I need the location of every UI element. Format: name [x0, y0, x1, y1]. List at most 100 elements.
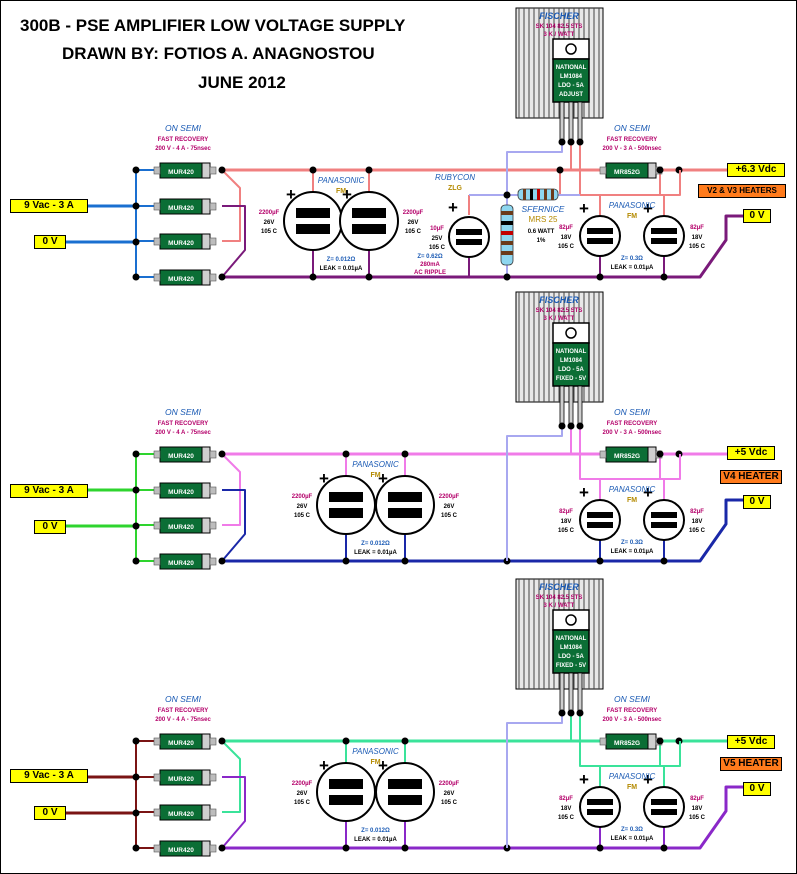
stage1-diode-4-lead-k — [209, 273, 217, 282]
stage1-bigcap1-value: 2200µF — [259, 210, 280, 216]
junction-dot — [596, 273, 604, 281]
stage1-bigcap1-voltage: 26V — [264, 220, 275, 226]
stage2-smallcap-2-plate-top — [651, 512, 677, 518]
stage1-diode-4-band — [201, 269, 211, 286]
stage3-smallcap-series: FM — [627, 784, 637, 791]
junction-dot — [218, 450, 226, 458]
junction-dot — [401, 844, 409, 852]
stage2-zero-v-output-tag: 0 V — [743, 495, 771, 509]
stage2-bigcap-2 — [375, 475, 435, 535]
stage3-smallcap-1 — [579, 786, 621, 828]
junction-dot — [503, 191, 511, 199]
stage2-regulator-brand: NATIONAL — [556, 636, 587, 642]
stage0-regulator-hole — [565, 43, 577, 55]
stage2-smallcap-brand: PANASONIC — [609, 485, 656, 494]
stage3-smallcap-plus: + — [643, 770, 653, 789]
junction-dot — [132, 273, 140, 281]
stage2-diode-2-lead-k — [209, 486, 217, 495]
stage1-smallcap-2-plate-bottom — [651, 238, 677, 244]
stage3-bigcap-1-plate-top — [329, 779, 363, 789]
stage3-output-tag: +5 Vdc — [727, 735, 775, 749]
stage2-output-tag: +5 Vdc — [727, 446, 775, 460]
stage2-regulator-leg — [577, 672, 583, 714]
stage1-smallcap-2 — [643, 215, 685, 257]
stage1-diode-brand: ON SEMI — [165, 123, 202, 133]
stage1-bigcap1-temp: 105 C — [261, 229, 278, 235]
stage1-smallcap-leak: LEAK = 0.01µA — [611, 265, 654, 271]
stage2-smallcap-2-plate-bottom — [651, 522, 677, 528]
stage3-reg-ground-wire — [506, 713, 563, 848]
stage1-output-tag: +6.3 Vdc — [727, 163, 785, 177]
stage1-schottky-family: FAST RECOVERY — [607, 137, 657, 143]
stage3-schottky-band — [647, 733, 657, 750]
junction-dot — [132, 238, 140, 246]
stage2-regulator-type: FIXED - 5V — [556, 663, 586, 669]
stage1-diode-1-lead-k — [209, 166, 217, 175]
junction-dot — [596, 844, 604, 852]
stage3-diode-4-part-label: MUR420 — [168, 847, 194, 854]
stage0-heatsink-part: SK 104 82.5 STS — [536, 24, 583, 30]
junction-dot — [365, 166, 373, 174]
stage1-bridge-neg-link — [221, 205, 246, 278]
stage1-resistor-band — [544, 189, 547, 200]
junction-dot — [342, 450, 350, 458]
stage3-smallcap-2 — [643, 786, 685, 828]
stage3-schottky-brand: ON SEMI — [614, 694, 651, 704]
junction-dot — [132, 844, 140, 852]
stage3-diode-2-lead-k — [209, 773, 217, 782]
stage3-smallcap1-value: 82µF — [559, 796, 573, 802]
stage1-ac-input-tag: 9 Vac - 3 A — [10, 199, 88, 213]
stage3-diode-3-lead-a — [153, 808, 161, 817]
stage3-heater-tag: V5 HEATER — [720, 757, 782, 771]
stage3-schottky-part-label: MR852G — [614, 740, 640, 747]
stage2-reg-ground-wire — [506, 426, 563, 561]
stage2-regulator-hole — [565, 614, 577, 626]
junction-dot — [401, 737, 409, 745]
stage1-smallcap-1-plate-bottom — [587, 238, 613, 244]
stage1-smallcap-rail — [580, 170, 681, 196]
stage2-diode-3-part-label: MUR420 — [168, 524, 194, 531]
stage1-diode-3-lead-k — [209, 237, 217, 246]
stage1-rubycon-cap-plate-bottom — [456, 239, 482, 245]
stage3-diode-1-lead-a — [153, 737, 161, 746]
stage2-diode-4-part-label: MUR420 — [168, 560, 194, 567]
stage1-smallcap-1 — [579, 215, 621, 257]
stage2-diode-1-lead-k — [209, 450, 217, 459]
stage1-bigcap-plus: + — [286, 185, 296, 204]
stage1-resistor-vertical-band — [501, 211, 513, 215]
stage1-bigcap-plus: + — [342, 185, 352, 204]
stage3-bigcap-leak: LEAK = 0.01µA — [354, 837, 397, 843]
stage1-zero-v-input-tag: 0 V — [34, 235, 66, 249]
stage2-smallcap1-voltage: 18V — [561, 519, 572, 525]
stage1-resistor-band — [523, 189, 526, 200]
stage0-regulator-leg — [568, 101, 574, 143]
stage1-smallcap1-value: 82µF — [559, 225, 573, 231]
stage2-diode-1-band — [201, 446, 211, 463]
stage1-rubycon-brand: RUBYCON — [435, 173, 475, 182]
diagram-title: 300B - PSE AMPLIFIER LOW VOLTAGE SUPPLY — [20, 16, 406, 35]
stage3-smallcap-esr: Z= 0.3Ω — [621, 827, 643, 833]
stage2-smallcap2-temp: 105 C — [689, 528, 706, 534]
stage3-diode-spec: 200 V - 4 A - 75nsec — [155, 717, 211, 723]
junction-dot — [567, 422, 575, 430]
junction-dot — [567, 138, 575, 146]
stage2-bigcap-2-plate-bottom — [388, 508, 422, 518]
stage3-smallcap2-voltage: 18V — [692, 806, 703, 812]
stage1-rubycon-plus: + — [448, 198, 458, 217]
stage2-smallcap-esr: Z= 0.3Ω — [621, 540, 643, 546]
stage1-bigcap2-voltage: 26V — [408, 220, 419, 226]
junction-dot — [576, 422, 584, 430]
stage2-diode-2-band — [201, 482, 211, 499]
stage1-bigcap-1-plate-top — [296, 208, 330, 218]
stage2-smallcap-1-plate-top — [587, 512, 613, 518]
stage2-bridge-pos-link — [221, 453, 241, 526]
stage3-bigcap-plus: + — [319, 756, 329, 775]
junction-dot — [656, 450, 664, 458]
stage1-regulator-brand: NATIONAL — [556, 349, 587, 355]
stage3-diode-2-lead-a — [153, 773, 161, 782]
stage2-bigcap2-voltage: 26V — [444, 504, 455, 510]
stage1-smallcap-esr: Z= 0.3Ω — [621, 256, 643, 262]
stage1-regulator — [552, 342, 590, 387]
stage2-regulator-leg — [559, 672, 565, 714]
junction-dot — [401, 450, 409, 458]
